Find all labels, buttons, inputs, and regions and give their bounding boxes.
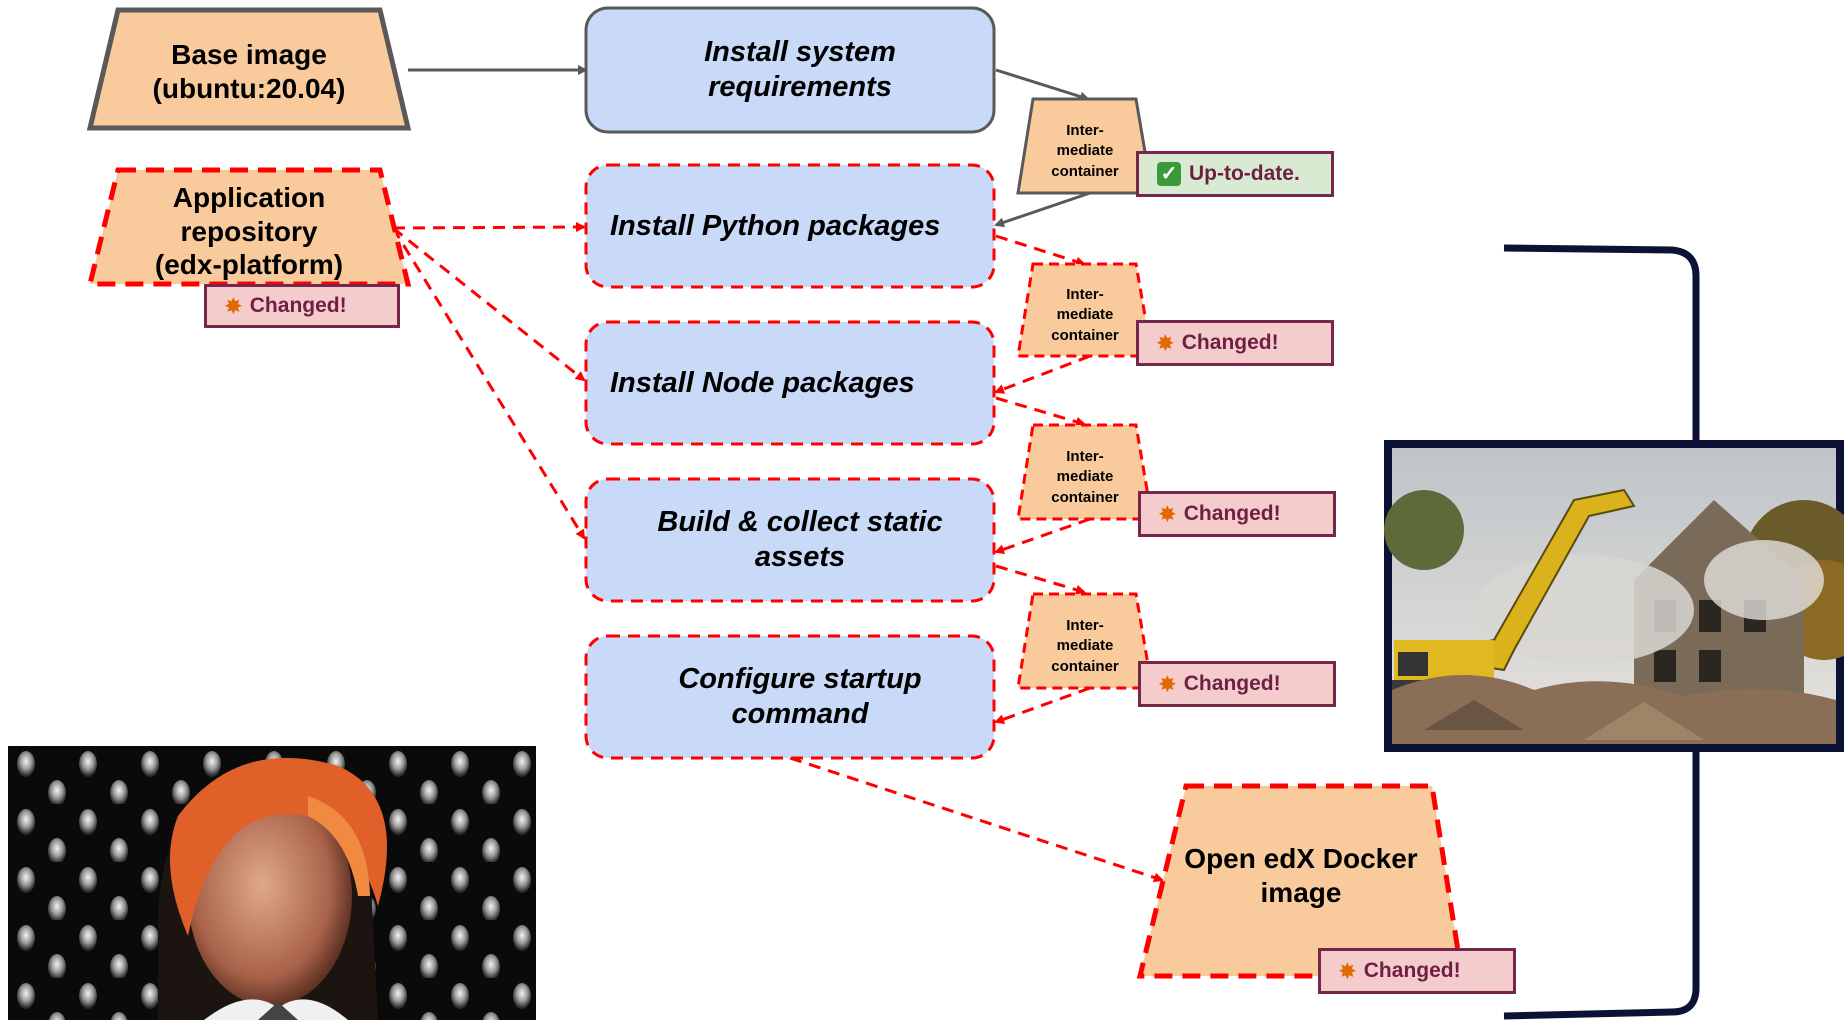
container-label-line3: container bbox=[1051, 657, 1119, 675]
changed-badge-final: ✸ Changed! bbox=[1318, 948, 1516, 994]
container-label-line1: Inter- bbox=[1066, 286, 1104, 303]
step-label-startup: Configure startup command bbox=[678, 663, 922, 730]
collision-icon: ✸ bbox=[1159, 503, 1176, 526]
base-image-title: Base image bbox=[171, 39, 327, 70]
step-label-system: Install system requirements bbox=[704, 36, 896, 103]
collision-icon: ✸ bbox=[1339, 960, 1356, 983]
arrow-static-to-container bbox=[995, 564, 1086, 595]
final-image-line2: image bbox=[1260, 876, 1342, 908]
app-repo-line1: Application bbox=[172, 182, 326, 213]
container-label-line2: mediate bbox=[1056, 637, 1114, 655]
container-label-line1: Inter- bbox=[1066, 617, 1104, 634]
arrow-container-to-node bbox=[994, 354, 1091, 394]
app-repo-label: Application repository (edx-platform) bbox=[90, 181, 408, 282]
changed-badge-text: Changed! bbox=[249, 294, 347, 317]
changed-badge-text: Changed! bbox=[1181, 331, 1279, 354]
changed-badge-repo: ✸ Changed! bbox=[204, 284, 400, 328]
container-label-4: Inter- mediate container bbox=[1028, 616, 1142, 677]
arrow-repo-to-python bbox=[392, 222, 586, 233]
container-label-line2: mediate bbox=[1056, 468, 1114, 486]
arrow-container-to-static bbox=[994, 517, 1091, 555]
collision-icon: ✸ bbox=[1157, 332, 1174, 355]
uptodate-badge-text: Up-to-date. bbox=[1189, 162, 1300, 185]
container-label-line2: mediate bbox=[1056, 142, 1114, 160]
arrow-startup-to-final bbox=[789, 756, 1164, 883]
collision-icon: ✸ bbox=[225, 295, 242, 318]
changed-badge-text: Changed! bbox=[1363, 959, 1461, 982]
step-label-python: Install Python packages bbox=[610, 209, 941, 242]
changed-badge-text: Changed! bbox=[1183, 672, 1281, 695]
arrow-container-to-python bbox=[994, 191, 1091, 228]
container-label-line2: mediate bbox=[1056, 306, 1114, 324]
app-repo-line3: (edx-platform) bbox=[154, 249, 344, 281]
app-repo-line2: repository bbox=[180, 215, 318, 247]
base-image-node bbox=[86, 7, 412, 131]
demolition-photo bbox=[1384, 440, 1844, 752]
step-label-node: Install Node packages bbox=[610, 366, 915, 399]
step-box-python bbox=[584, 163, 996, 289]
app-repo-node bbox=[86, 167, 412, 287]
container-label-line3: container bbox=[1051, 488, 1119, 506]
uptodate-badge: ✓ Up-to-date. bbox=[1136, 151, 1334, 197]
container-label-line3: container bbox=[1051, 326, 1119, 344]
container-label-1: Inter- mediate container bbox=[1028, 121, 1142, 182]
base-image-label: Base image (ubuntu:20.04) bbox=[90, 38, 408, 105]
arrow-node-to-container bbox=[995, 396, 1086, 427]
container-label-line1: Inter- bbox=[1066, 448, 1104, 465]
step-box-startup bbox=[584, 634, 996, 760]
changed-badge-text: Changed! bbox=[1183, 502, 1281, 525]
arrow-repo-to-static bbox=[391, 227, 586, 540]
container-label-2: Inter- mediate container bbox=[1028, 285, 1142, 346]
changed-badge-container-4: ✸ Changed! bbox=[1138, 661, 1336, 707]
final-image-label: Open edX Docker image bbox=[1170, 842, 1432, 909]
step-box-static bbox=[584, 477, 996, 603]
arrow-container-to-startup bbox=[994, 686, 1091, 724]
final-image-node bbox=[1136, 783, 1465, 979]
step-label-static: Build & collect static assets bbox=[657, 506, 943, 573]
base-image-subtitle: (ubuntu:20.04) bbox=[152, 72, 346, 104]
changed-badge-container-2: ✸ Changed! bbox=[1136, 320, 1334, 366]
changed-badge-container-3: ✸ Changed! bbox=[1138, 491, 1336, 537]
portrait-photo bbox=[8, 746, 536, 1020]
arrow-python-to-container bbox=[995, 234, 1086, 267]
container-label-3: Inter- mediate container bbox=[1028, 447, 1142, 508]
step-box-node bbox=[584, 320, 996, 446]
check-mark-icon: ✓ bbox=[1157, 162, 1181, 186]
collision-icon: ✸ bbox=[1159, 673, 1176, 696]
final-image-line1: Open edX Docker bbox=[1184, 843, 1418, 874]
arrow-system-to-container bbox=[995, 68, 1090, 102]
arrow-repo-to-node bbox=[392, 226, 586, 382]
container-label-line3: container bbox=[1051, 162, 1119, 180]
container-label-line1: Inter- bbox=[1066, 122, 1104, 139]
step-box-system bbox=[584, 6, 996, 134]
